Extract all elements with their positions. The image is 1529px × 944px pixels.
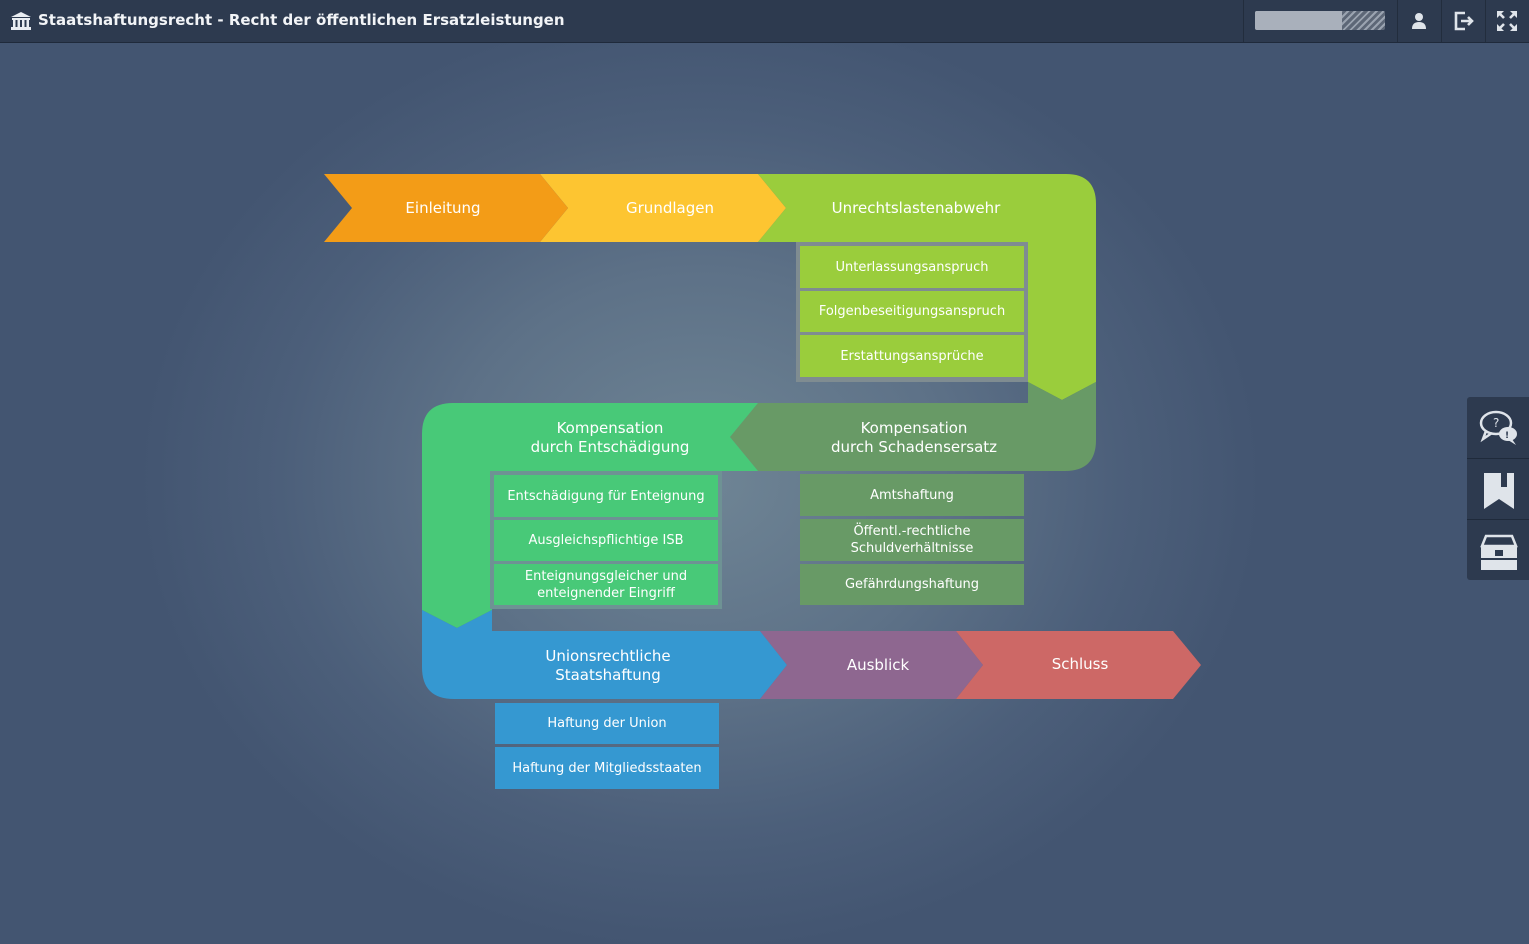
- chat-help-icon: ? !: [1479, 410, 1517, 445]
- schadensersatz-item[interactable]: [800, 474, 1024, 516]
- user-button[interactable]: [1398, 0, 1440, 42]
- progress-fill: [1255, 11, 1343, 30]
- union-item[interactable]: [495, 703, 719, 744]
- einleitung-label: Einleitung: [405, 198, 481, 217]
- eingriff-label-line: Enteignungsgleicher und: [524, 568, 688, 584]
- union-item[interactable]: [495, 747, 719, 789]
- schuldverhaeltnisse-label-line: Öffentl.-rechtliche: [853, 524, 971, 539]
- folgenbeseitigungsanspruch-label: Folgenbeseitigungsanspruch: [818, 304, 1006, 319]
- entschaedigung-label-line: Kompensation: [556, 419, 664, 437]
- window-title: Staatshaftungsrecht - Recht der öffentli…: [38, 11, 565, 29]
- unrecht-item[interactable]: [800, 291, 1024, 332]
- schadensersatz-item[interactable]: [800, 519, 1024, 561]
- entschaedigung-item[interactable]: [494, 475, 718, 517]
- unrecht-band: [1028, 242, 1096, 400]
- user-icon: [1412, 13, 1426, 29]
- schadensersatz-row[interactable]: [730, 382, 1096, 471]
- help-chat-button[interactable]: ? !: [1467, 397, 1529, 457]
- institution-icon: [11, 12, 31, 30]
- eingriff-label-line: enteignender Eingriff: [537, 585, 675, 601]
- unrecht-item[interactable]: [800, 246, 1024, 288]
- erstattungsansprueche-label: Erstattungsansprüche: [840, 348, 984, 364]
- entschaedigung-item[interactable]: [494, 520, 718, 561]
- toolbar-divider: [1441, 0, 1442, 42]
- gefaehrdungshaftung-label: Gefährdungshaftung: [844, 577, 980, 592]
- entschaedigung-item[interactable]: [494, 564, 718, 605]
- ausblick-arrow[interactable]: [760, 631, 983, 699]
- union-row[interactable]: [422, 610, 787, 699]
- entschaedigung-row[interactable]: [422, 403, 758, 628]
- schluss-label: Schluss: [1051, 654, 1109, 673]
- fullscreen-icon: [1497, 11, 1517, 31]
- ausblick-label: Ausblick: [846, 655, 910, 674]
- haftung-union-label: Haftung der Union: [547, 716, 667, 731]
- progress-bar: [1255, 11, 1385, 30]
- union-label: Unionsrechtliche Staatshaftung: [478, 647, 738, 685]
- unrecht-label: Unrechtslastenabwehr: [831, 198, 1001, 217]
- union-label-line: Staatshaftung: [555, 666, 661, 684]
- schluss-arrow[interactable]: [956, 631, 1201, 699]
- schadensersatz-label: Kompensation durch Schadensersatz: [784, 419, 1044, 457]
- entschaedigung-label: Kompensation durch Entschädigung: [480, 419, 740, 457]
- toolbar-divider: [1397, 0, 1398, 42]
- bookmark-icon: [1484, 473, 1514, 509]
- side-divider: [1467, 458, 1529, 459]
- enteignung-label: Entschädigung für Enteignung: [507, 488, 705, 504]
- isb-label: Ausgleichspflichtige ISB: [528, 533, 684, 548]
- grundlagen-label: Grundlagen: [626, 198, 714, 217]
- grundlagen-arrow[interactable]: [540, 174, 786, 242]
- schuldverhaeltnisse-label-line: Schuldverhältnisse: [850, 541, 974, 556]
- toolbox-icon: [1480, 534, 1518, 570]
- unrecht-arrow[interactable]: [758, 174, 1096, 242]
- side-toolbar: ? !: [1467, 397, 1529, 580]
- einleitung-arrow[interactable]: [324, 174, 568, 242]
- logout-icon: [1454, 11, 1474, 31]
- haftung-mitgliedsstaaten-label: Haftung der Mitgliedsstaaten: [512, 760, 702, 776]
- schuldverhaeltnisse-label: Öffentl.-rechtliche Schuldverhältnisse: [800, 519, 1024, 561]
- schadensersatz-item[interactable]: [800, 564, 1024, 605]
- toolbar-divider: [1243, 0, 1244, 42]
- logout-button[interactable]: [1442, 0, 1484, 42]
- eingriff-label: Enteignungsgleicher und enteignender Ein…: [494, 564, 718, 605]
- fullscreen-button[interactable]: [1486, 0, 1528, 42]
- svg-text:!: !: [1505, 431, 1509, 441]
- unrecht-item[interactable]: [800, 335, 1024, 377]
- bookmark-button[interactable]: [1467, 459, 1529, 519]
- side-divider: [1467, 519, 1529, 520]
- toolbar-divider: [1485, 0, 1486, 42]
- amtshaftung-label: Amtshaftung: [870, 487, 954, 503]
- toolbox-button[interactable]: [1467, 520, 1529, 580]
- schadensersatz-label-line: durch Schadensersatz: [830, 438, 998, 456]
- schadensersatz-label-line: Kompensation: [860, 419, 968, 437]
- svg-text:?: ?: [1493, 416, 1499, 430]
- union-label-line: Unionsrechtliche: [545, 647, 671, 665]
- unterlassungsanspruch-label: Unterlassungsanspruch: [835, 259, 989, 275]
- entschaedigung-label-line: durch Entschädigung: [530, 438, 690, 456]
- title-bar: Staatshaftungsrecht - Recht der öffentli…: [0, 0, 1529, 43]
